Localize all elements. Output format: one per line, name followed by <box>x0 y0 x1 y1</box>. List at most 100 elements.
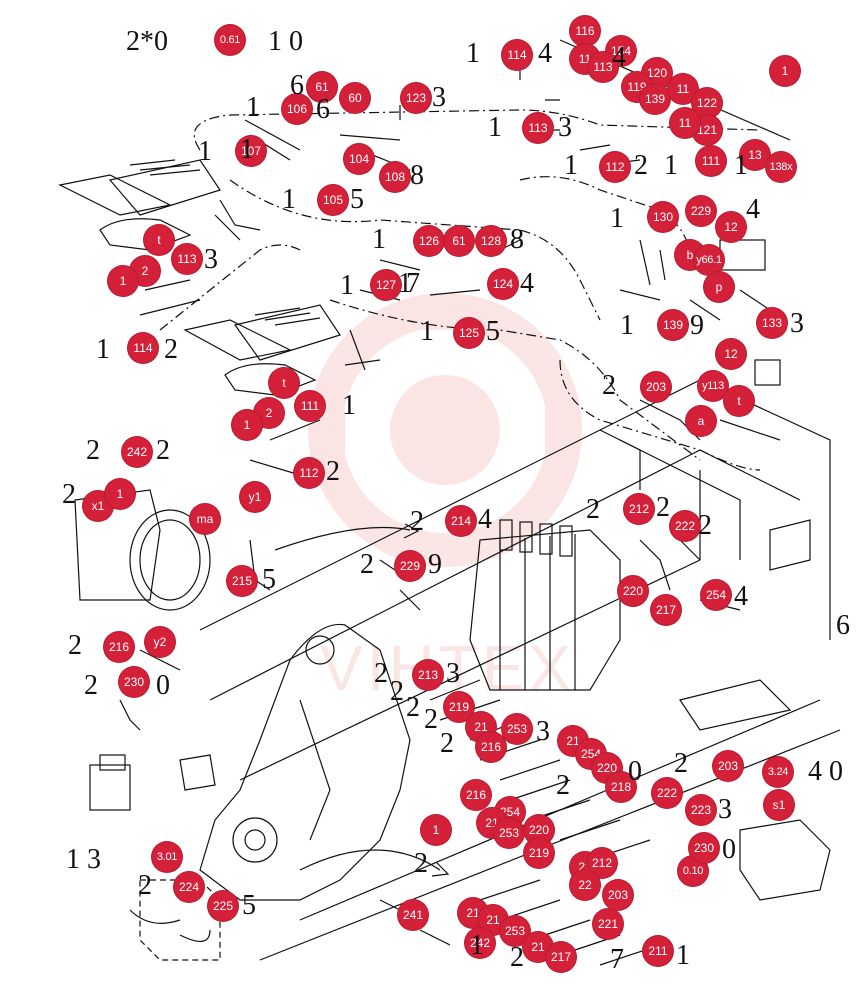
callout-212[interactable]: 212 <box>587 848 617 878</box>
callout-t[interactable]: t <box>144 225 174 255</box>
callout-203[interactable]: 203 <box>603 880 633 910</box>
callout-y2[interactable]: y2 <box>145 627 175 657</box>
callout-222[interactable]: 222 <box>652 778 682 808</box>
diagram-numeral: 1 <box>420 316 434 347</box>
callout-216[interactable]: 216 <box>476 732 506 762</box>
diagram-numeral: 0 <box>722 834 736 865</box>
callout-13[interactable]: 13 <box>740 140 770 170</box>
callout-112[interactable]: 112 <box>294 458 324 488</box>
callout-211[interactable]: 211 <box>643 936 673 966</box>
callout-114[interactable]: 114 <box>502 40 532 70</box>
callout-113[interactable]: 113 <box>523 113 553 143</box>
callout-216[interactable]: 216 <box>104 632 134 662</box>
callout-12[interactable]: 12 <box>716 339 746 369</box>
callout-120[interactable]: 120 <box>642 58 672 88</box>
callout-222[interactable]: 222 <box>670 511 700 541</box>
callout-t[interactable]: t <box>724 386 754 416</box>
callout-217[interactable]: 217 <box>651 595 681 625</box>
callout-106[interactable]: 106 <box>282 94 312 124</box>
callout-61[interactable]: 61 <box>444 226 474 256</box>
diagram-numeral: 2 <box>424 704 438 735</box>
callout-y113[interactable]: y113 <box>698 371 728 401</box>
callout-125[interactable]: 125 <box>454 318 484 348</box>
callout-138x[interactable]: 138x <box>766 152 796 182</box>
callout-128[interactable]: 128 <box>476 226 506 256</box>
callout-111[interactable]: 111 <box>696 146 726 176</box>
callout-216[interactable]: 216 <box>461 780 491 810</box>
callout-60[interactable]: 60 <box>340 83 370 113</box>
callout-241[interactable]: 241 <box>398 900 428 930</box>
callout-139[interactable]: 139 <box>658 310 688 340</box>
callout-122[interactable]: 122 <box>692 88 722 118</box>
callout-219[interactable]: 219 <box>524 838 554 868</box>
callout-123[interactable]: 123 <box>401 83 431 113</box>
callout-105[interactable]: 105 <box>318 185 348 215</box>
diagram-numeral: 7 <box>610 944 624 975</box>
callout-124[interactable]: 124 <box>488 269 518 299</box>
callout-214[interactable]: 214 <box>446 506 476 536</box>
callout-254[interactable]: 254 <box>701 580 731 610</box>
callout-242[interactable]: 242 <box>122 437 152 467</box>
callout-220[interactable]: 220 <box>618 576 648 606</box>
callout-ma[interactable]: ma <box>190 504 220 534</box>
callout-130[interactable]: 130 <box>648 202 678 232</box>
diagram-numeral: 1 <box>240 134 254 165</box>
callout-203[interactable]: 203 <box>641 372 671 402</box>
callout-114[interactable]: 114 <box>128 333 158 363</box>
callout-230[interactable]: 230 <box>689 833 719 863</box>
callout-112[interactable]: 112 <box>600 152 630 182</box>
callout-154[interactable]: 154 <box>606 36 636 66</box>
callout-22[interactable]: 22 <box>570 870 600 900</box>
callout-253[interactable]: 253 <box>502 714 532 744</box>
diagram-numeral: 6 <box>836 610 850 641</box>
callout-215[interactable]: 215 <box>227 566 257 596</box>
callout-113[interactable]: 113 <box>172 244 202 274</box>
diagram-numeral: 5 <box>350 184 364 215</box>
callout-224[interactable]: 224 <box>174 872 204 902</box>
header-ref-callout[interactable]: 0.61 <box>215 25 245 55</box>
callout-108[interactable]: 108 <box>380 162 410 192</box>
callout-s1[interactable]: s1 <box>764 790 794 820</box>
callout-242[interactable]: 242 <box>465 928 495 958</box>
callout-104[interactable]: 104 <box>344 144 374 174</box>
top-right-ref-callout[interactable]: 1 <box>770 56 800 86</box>
callout-212[interactable]: 212 <box>624 494 654 524</box>
callout-a[interactable]: a <box>686 406 716 436</box>
callout-127[interactable]: 127 <box>371 270 401 300</box>
callout-253[interactable]: 253 <box>494 818 524 848</box>
callout-61[interactable]: 61 <box>307 72 337 102</box>
callout-11[interactable]: 11 <box>670 108 700 138</box>
diagram-numeral: 2 <box>86 435 100 466</box>
callout-229[interactable]: 229 <box>686 196 716 226</box>
diagram-numeral: 2 <box>84 670 98 701</box>
callout-133[interactable]: 133 <box>757 308 787 338</box>
callout-p[interactable]: p <box>704 272 734 302</box>
callout-1[interactable]: 1 <box>108 266 138 296</box>
callout-y1[interactable]: y1 <box>240 482 270 512</box>
bottom-left-ref-callout[interactable]: 3.01 <box>152 842 182 872</box>
callout-1[interactable]: 1 <box>232 410 262 440</box>
diagram-numeral: 1 <box>470 930 484 961</box>
callout-107[interactable]: 107 <box>236 136 266 166</box>
right-mid-ref-callout[interactable]: 3.24 <box>763 757 793 787</box>
callout-218[interactable]: 218 <box>606 772 636 802</box>
callout-225[interactable]: 225 <box>208 891 238 921</box>
callout-221[interactable]: 221 <box>593 909 623 939</box>
callout-1[interactable]: 1 <box>105 479 135 509</box>
callout-113[interactable]: 113 <box>588 52 618 82</box>
callout-y66-1[interactable]: y66.1 <box>694 245 724 275</box>
callout-126[interactable]: 126 <box>414 226 444 256</box>
callout-116[interactable]: 116 <box>570 16 600 46</box>
callout-223[interactable]: 223 <box>686 795 716 825</box>
callout-1[interactable]: 1 <box>421 815 451 845</box>
callout-111[interactable]: 111 <box>295 391 325 421</box>
callout-139[interactable]: 139 <box>640 84 670 114</box>
callout-229[interactable]: 229 <box>395 551 425 581</box>
diagram-numeral: 1 <box>488 112 502 143</box>
callout-230[interactable]: 230 <box>119 667 149 697</box>
callout-203[interactable]: 203 <box>713 751 743 781</box>
callout-213[interactable]: 213 <box>413 660 443 690</box>
callout-t[interactable]: t <box>269 368 299 398</box>
callout-12[interactable]: 12 <box>716 212 746 242</box>
callout-217[interactable]: 217 <box>546 942 576 972</box>
